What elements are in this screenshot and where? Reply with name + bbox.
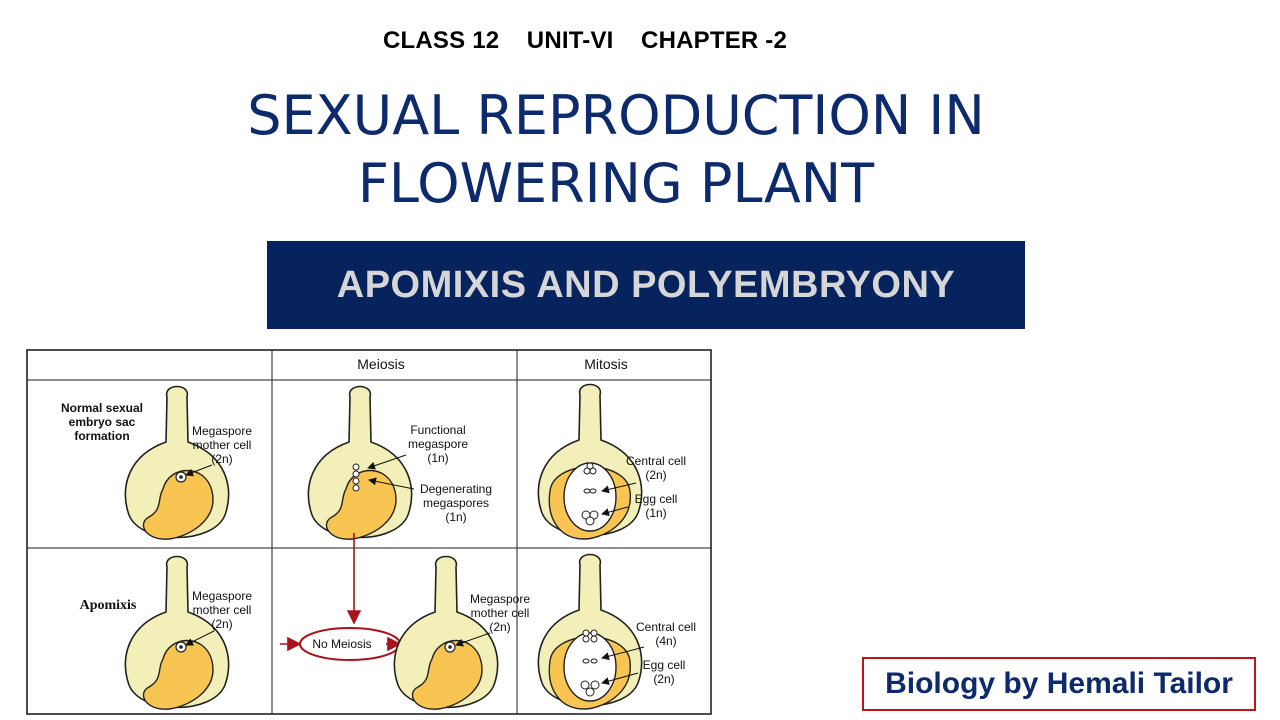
svg-text:Central cell: Central cell — [636, 620, 696, 634]
col-header-meiosis: Meiosis — [357, 356, 404, 372]
svg-text:Megaspore: Megaspore — [470, 592, 530, 606]
course-header: CLASS 12 UNIT-VI CHAPTER -2 — [383, 27, 787, 55]
ovule-r2c1 — [124, 555, 230, 710]
title-line-1: SEXUAL REPRODUCTION IN — [247, 84, 985, 147]
credit-box: Biology by Hemali Tailor — [862, 657, 1256, 711]
label-degenerating-megaspores: Degenerating megaspores (1n) — [368, 477, 492, 524]
svg-text:megaspore: megaspore — [408, 437, 468, 451]
col-header-mitosis: Mitosis — [584, 356, 628, 372]
label-r2c1: Megaspore mother cell (2n) — [185, 589, 252, 646]
label-r2c2: Megaspore mother cell (2n) — [455, 592, 530, 647]
label-central-cell-r2: Central cell (4n) — [601, 620, 696, 661]
svg-text:Central cell: Central cell — [626, 454, 686, 468]
no-meiosis-label: No Meiosis — [312, 637, 371, 651]
svg-text:mother cell: mother cell — [471, 606, 530, 620]
svg-text:(2n): (2n) — [211, 452, 232, 466]
title-line-2: FLOWERING PLANT — [357, 152, 875, 215]
label-egg-cell-r1: Egg cell (1n) — [601, 492, 678, 520]
row2-label: Apomixis — [80, 598, 137, 613]
embryo-sac-r1c3 — [537, 383, 643, 540]
label-r1c1: Megaspore mother cell (2n) — [185, 424, 252, 477]
credit-text: Biology by Hemali Tailor — [885, 667, 1233, 700]
svg-text:embryo sac: embryo sac — [69, 415, 136, 429]
svg-text:megaspores: megaspores — [423, 496, 489, 510]
embryo-sac-r2c3 — [537, 553, 643, 710]
ovule-r1c1 — [124, 385, 230, 540]
svg-text:(1n): (1n) — [645, 506, 666, 520]
label-functional-megaspore: Functional megaspore (1n) — [367, 423, 468, 470]
svg-text:(2n): (2n) — [489, 620, 510, 634]
topic-banner: APOMIXIS AND POLYEMBRYONY — [267, 241, 1025, 329]
svg-text:Degenerating: Degenerating — [420, 482, 492, 496]
embryo-sac-diagram: Meiosis Mitosis Normal sexual embryo sac… — [26, 349, 712, 715]
svg-text:Egg cell: Egg cell — [635, 492, 678, 506]
unit-label: UNIT-VI — [526, 27, 614, 54]
ovule-r1c2 — [307, 385, 413, 540]
svg-text:Egg cell: Egg cell — [643, 658, 686, 672]
svg-text:formation: formation — [74, 429, 129, 443]
svg-text:mother cell: mother cell — [193, 603, 252, 617]
svg-text:Functional: Functional — [410, 423, 465, 437]
svg-text:(4n): (4n) — [655, 634, 676, 648]
svg-text:(2n): (2n) — [211, 617, 232, 631]
row1-label: Normal sexual embryo sac formation — [61, 401, 143, 443]
class-label: CLASS 12 — [383, 27, 500, 54]
svg-text:(1n): (1n) — [445, 510, 466, 524]
svg-text:(1n): (1n) — [427, 451, 448, 465]
svg-text:mother cell: mother cell — [193, 438, 252, 452]
diagram-frame — [26, 349, 712, 715]
svg-text:Megaspore: Megaspore — [192, 424, 252, 438]
label-egg-cell-r2: Egg cell (2n) — [601, 658, 686, 686]
label-central-cell-r1: Central cell (2n) — [601, 454, 686, 494]
ovule-r2c2 — [393, 555, 499, 710]
svg-text:(2n): (2n) — [645, 468, 666, 482]
chapter-label: CHAPTER -2 — [641, 27, 788, 54]
topic-banner-text: APOMIXIS AND POLYEMBRYONY — [336, 263, 956, 306]
svg-text:(2n): (2n) — [653, 672, 674, 686]
svg-text:Megaspore: Megaspore — [192, 589, 252, 603]
svg-text:Normal sexual: Normal sexual — [61, 401, 143, 415]
